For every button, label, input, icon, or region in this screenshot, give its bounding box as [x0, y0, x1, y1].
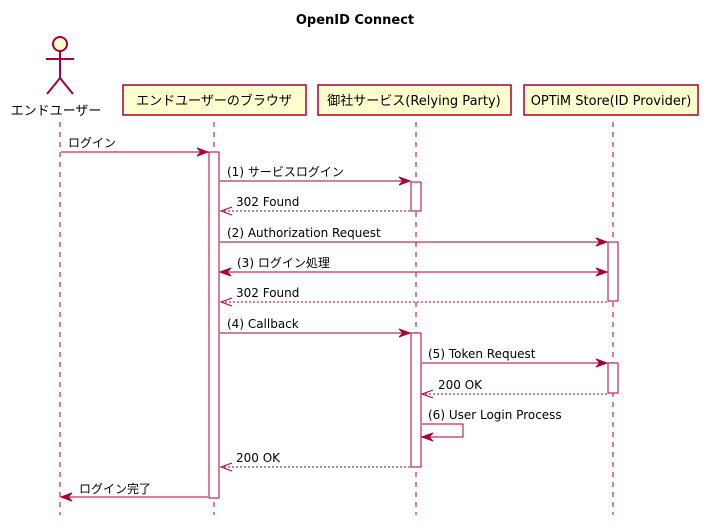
arrowhead-icon: [398, 328, 412, 338]
message-3: 302 Found: [219, 195, 410, 216]
message-7-label: (4) Callback: [227, 317, 299, 331]
diagram-title: OpenID Connect: [296, 13, 414, 28]
participant-idp: OPTiM Store(ID Provider): [523, 84, 699, 116]
message-5-label: (3) ログイン処理: [237, 256, 330, 270]
message-11: 200 OK: [219, 451, 410, 472]
participant-user: エンドユーザー: [11, 36, 102, 119]
arrowhead-right-icon: [595, 267, 609, 277]
arrowhead-left-icon: [218, 267, 232, 277]
participant-idp-box: [523, 84, 699, 116]
message-11-label: 200 OK: [236, 451, 281, 465]
participant-idp-label: OPTiM Store(ID Provider): [531, 94, 692, 109]
message-4: (2) Authorization Request: [220, 226, 609, 247]
open-arrowhead-icon: [219, 297, 233, 307]
message-9-label: 200 OK: [438, 378, 483, 392]
message-4-label: (2) Authorization Request: [227, 226, 381, 240]
arrowhead-icon: [59, 492, 73, 502]
message-5: (3) ログイン処理: [218, 256, 609, 277]
message-2: (1) サービスログイン: [220, 165, 412, 186]
message-8-label: (5) Token Request: [428, 347, 536, 361]
activation-browser: [208, 151, 220, 499]
arrowhead-icon: [420, 432, 434, 442]
message-10-line: [422, 423, 464, 438]
activation-idp-2: [607, 362, 619, 394]
open-arrowhead-icon: [420, 389, 434, 399]
participant-service-label: 御社サービス(Relying Party): [327, 93, 501, 109]
arrowhead-icon: [595, 237, 609, 247]
open-arrowhead-icon: [219, 206, 233, 216]
message-10-label: (6) User Login Process: [428, 408, 562, 422]
activation-service-2: [410, 332, 422, 468]
message-1: ログイン: [61, 136, 210, 157]
activations: [208, 151, 619, 499]
arrowhead-icon: [398, 176, 412, 186]
activation-service-1: [410, 181, 422, 212]
participant-service-box: [317, 84, 512, 116]
actor-figure-icon: [46, 36, 74, 95]
arrowhead-icon: [196, 147, 210, 157]
message-6: 302 Found: [219, 286, 607, 307]
participant-browser: エンドユーザーのブラウザ: [122, 84, 307, 116]
message-3-label: 302 Found: [236, 195, 299, 209]
message-7: (4) Callback: [220, 317, 412, 338]
arrowhead-icon: [595, 358, 609, 368]
message-6-label: 302 Found: [236, 286, 299, 300]
message-2-label: (1) サービスログイン: [227, 165, 344, 179]
participant-browser-box: [122, 84, 307, 116]
message-12-label: ログイン完了: [79, 481, 151, 496]
message-10: (6) User Login Process: [420, 408, 562, 442]
participant-browser-label: エンドユーザーのブラウザ: [136, 93, 292, 109]
message-12: ログイン完了: [59, 481, 208, 502]
participant-user-label: エンドユーザー: [11, 104, 102, 119]
message-1-label: ログイン: [68, 136, 116, 150]
open-arrowhead-icon: [219, 462, 233, 472]
activation-idp-1: [607, 241, 619, 302]
message-9: 200 OK: [420, 378, 607, 399]
participant-service: 御社サービス(Relying Party): [317, 84, 512, 116]
message-8: (5) Token Request: [422, 347, 609, 368]
